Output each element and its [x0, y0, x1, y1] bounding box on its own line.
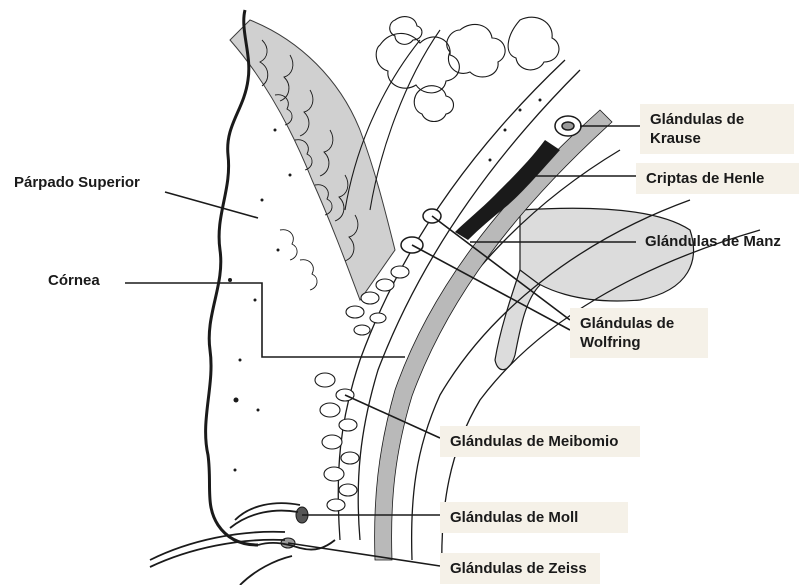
label-criptas-henle: Criptas de Henle	[636, 163, 799, 194]
label-glandulas-meibomio: Glándulas de Meibomio	[440, 426, 640, 457]
label-glandulas-krause: Glándulas de Krause	[640, 104, 794, 154]
label-glandulas-moll: Glándulas de Moll	[440, 502, 628, 533]
label-parpado-superior: Párpado Superior	[14, 173, 140, 192]
label-glandulas-zeiss: Glándulas de Zeiss	[440, 553, 600, 584]
label-cornea: Córnea	[48, 271, 100, 290]
leader-parpado	[165, 192, 258, 218]
fornix-cavity	[520, 208, 693, 301]
label-wolfring-line1: Glándulas de	[580, 314, 698, 333]
label-wolfring-line2: Wolfring	[580, 333, 698, 352]
skin-surface	[206, 10, 258, 545]
leader-zeiss	[288, 543, 440, 566]
orbicularis-muscle-band	[230, 20, 395, 300]
wolfring-gland	[401, 209, 441, 253]
label-glandulas-wolfring: Glándulas de Wolfring	[570, 308, 708, 358]
label-krause-line1: Glándulas de	[650, 110, 784, 129]
fornix-recess	[495, 270, 540, 370]
label-krause-line2: Krause	[650, 129, 784, 148]
orbital-fat-lobules	[376, 17, 559, 122]
krause-gland	[555, 116, 581, 136]
label-glandulas-manz: Glándulas de Manz	[645, 232, 781, 251]
